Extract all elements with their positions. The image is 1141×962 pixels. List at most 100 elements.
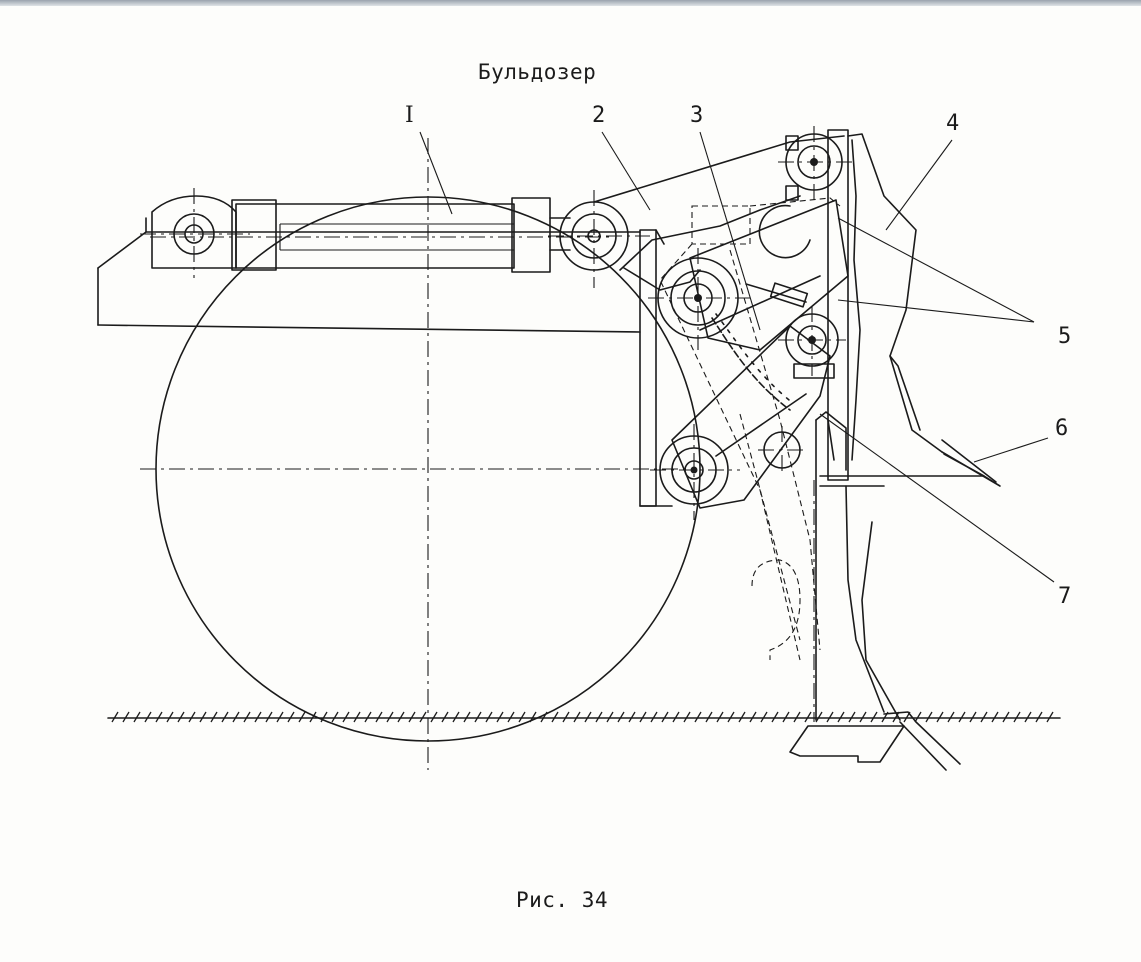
ground-hatch-stroke: [122, 711, 130, 723]
ground-hatch-stroke: [705, 711, 713, 723]
ground-hatch-stroke: [199, 711, 207, 723]
ground-hatch-stroke: [221, 711, 229, 723]
ground-hatch-stroke: [166, 711, 174, 723]
ground-hatch-stroke: [155, 711, 163, 723]
ground-hatch-stroke: [958, 711, 966, 723]
ground-hatch-stroke: [342, 711, 350, 723]
ground-hatch-stroke: [639, 711, 647, 723]
callout-4-label: 4: [946, 111, 960, 136]
ground-hatch-stroke: [837, 711, 845, 723]
ground-hatch-stroke: [1013, 711, 1021, 723]
ground-hatch-stroke: [606, 711, 614, 723]
tractor-frame: [97, 217, 641, 333]
hydraulic-cylinder: [150, 197, 610, 273]
ground-hatch-stroke: [650, 711, 658, 723]
ground-hatch-stroke: [485, 711, 493, 723]
ground-hatch-stroke: [463, 711, 471, 723]
ground-hatch-stroke: [353, 711, 361, 723]
callout-2-label: 2: [592, 103, 606, 128]
ground-hatch-stroke: [694, 711, 702, 723]
ground-hatch-stroke: [408, 711, 416, 723]
ground-hatch-stroke: [188, 711, 196, 723]
ground-hatch-stroke: [749, 711, 757, 723]
ground-hatch-stroke: [1002, 711, 1010, 723]
ground-hatch-stroke: [551, 711, 559, 723]
ground-hatch-stroke: [628, 711, 636, 723]
callout-3-label: 3: [690, 103, 704, 128]
track-wheel: [140, 138, 701, 770]
ground-hatch-stroke: [243, 711, 251, 723]
ground-hatch-stroke: [936, 711, 944, 723]
ground-hatch-stroke: [672, 711, 680, 723]
ground-hatch-stroke: [133, 711, 141, 723]
figure-title: Бульдозер: [478, 60, 597, 84]
ground-hatch-stroke: [573, 711, 581, 723]
ground-hatching: [111, 711, 1054, 723]
ground-hatch-stroke: [969, 711, 977, 723]
ground-hatch-stroke: [265, 711, 273, 723]
ground-hatch-stroke: [980, 711, 988, 723]
scan-top-edge: [0, 0, 1141, 6]
ground-hatch-stroke: [892, 711, 900, 723]
ground-hatch-stroke: [452, 711, 460, 723]
ground-hatch-stroke: [727, 711, 735, 723]
ground-hatch-stroke: [430, 711, 438, 723]
ground-hatch-stroke: [474, 711, 482, 723]
ground-hatch-stroke: [1035, 711, 1043, 723]
ripper-tip: [941, 439, 1001, 487]
ground-hatch-stroke: [870, 711, 878, 723]
ground-hatch-stroke: [276, 711, 284, 723]
ground-hatch-stroke: [529, 711, 537, 723]
ground-hatch-stroke: [760, 711, 768, 723]
ground-hatch-stroke: [595, 711, 603, 723]
ground-hatch-stroke: [738, 711, 746, 723]
ground-hatch-stroke: [386, 711, 394, 723]
ground-hatch-stroke: [320, 711, 328, 723]
ground-hatch-stroke: [111, 711, 119, 723]
callout-1-label: I: [405, 103, 414, 128]
ground-hatch-stroke: [1046, 711, 1054, 723]
callout-7-label: 7: [1058, 584, 1072, 609]
ground-hatch-stroke: [991, 711, 999, 723]
top-right-pivot: [778, 126, 852, 201]
callout-5-label: 5: [1058, 324, 1072, 349]
ground-hatch-stroke: [914, 711, 922, 723]
ground-hatch-stroke: [848, 711, 856, 723]
ground-hatch-stroke: [419, 711, 427, 723]
ground-hatch-stroke: [287, 711, 295, 723]
rear-trunnion: [140, 188, 277, 278]
ground-hatch-stroke: [771, 711, 779, 723]
ground-hatch-stroke: [144, 711, 152, 723]
ground-hatch-stroke: [782, 711, 790, 723]
ground-hatch-stroke: [562, 711, 570, 723]
ripper-shank: [813, 411, 901, 722]
ground-line: [107, 711, 1061, 723]
ground-hatch-stroke: [815, 711, 823, 723]
ground-hatch-stroke: [804, 711, 812, 723]
leader-lines: [419, 131, 1055, 583]
ground-hatch-stroke: [925, 711, 933, 723]
ripper-shoe: [789, 711, 961, 771]
ground-hatch-stroke: [584, 711, 592, 723]
ground-hatch-stroke: [309, 711, 317, 723]
ground-hatch-stroke: [364, 711, 372, 723]
ground-hatch-stroke: [826, 711, 834, 723]
ground-hatch-stroke: [254, 711, 262, 723]
ground-hatch-stroke: [793, 711, 801, 723]
ground-hatch-stroke: [507, 711, 515, 723]
ground-hatch-stroke: [1024, 711, 1032, 723]
ground-hatch-stroke: [518, 711, 526, 723]
secondary-pivot: [758, 204, 811, 476]
lift-chain: [711, 282, 809, 411]
figure-caption: Рис. 34: [516, 888, 609, 912]
ground-hatch-stroke: [496, 711, 504, 723]
ground-hatch-stroke: [375, 711, 383, 723]
push-arm: [593, 135, 845, 507]
callout-6-label: 6: [1055, 416, 1069, 441]
ground-hatch-stroke: [617, 711, 625, 723]
ground-hatch-stroke: [331, 711, 339, 723]
ground-hatch-stroke: [903, 711, 911, 723]
ground-hatch-stroke: [177, 711, 185, 723]
ground-hatch-stroke: [298, 711, 306, 723]
